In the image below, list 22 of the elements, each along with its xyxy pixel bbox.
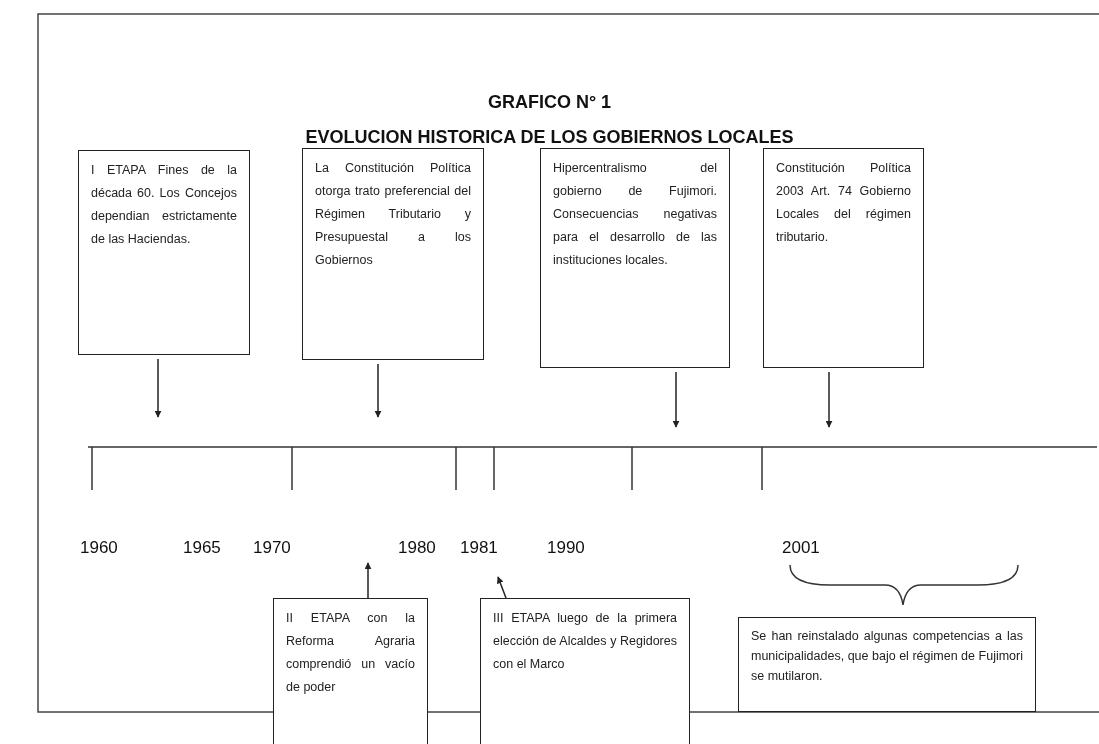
text-box: Constitución Política 2003 Art. 74 Gobierno Locales del régimen tributario. <box>763 148 924 368</box>
year-label: 1981 <box>460 538 498 558</box>
year-label: 1980 <box>398 538 436 558</box>
text-box: III ETAPA luego de la primera elección de Alcaldes y Regidores con el Marco <box>480 598 690 744</box>
year-label: 2001 <box>782 538 820 558</box>
arrow <box>672 371 680 428</box>
year-label: 1970 <box>253 538 291 558</box>
text-box: II ETAPA con la Reforma Agraria comprendió un vacío de poder <box>273 598 428 744</box>
text-box: La Constitución Política otorga trato preferencial del Régimen Tributario y Presupuestal a los Gobiernos <box>302 148 484 360</box>
arrow <box>374 363 382 418</box>
arrow <box>154 358 162 418</box>
year-label: 1990 <box>547 538 585 558</box>
text-box: Se han reinstalado algunas competencias a las municipalidades, que bajo el régimen de Fujimori se mutilaron. <box>738 617 1036 712</box>
year-label: 1965 <box>183 538 221 558</box>
text-box: Hipercentralismo del gobierno de Fujimori. Consecuencias negativas para el desarrollo de las instituciones locales. <box>540 148 730 368</box>
arrow <box>364 562 372 599</box>
chart-title: GRAFICO N° 1 <box>486 92 613 113</box>
chart-heading: EVOLUCION HISTORICA DE LOS GOBIERNOS LOCALES <box>304 127 795 148</box>
text-box: I ETAPA Fines de la década 60. Los Concejos dependian estrictamente de las Haciendas. <box>78 150 250 355</box>
arrow <box>825 371 833 428</box>
year-label: 1960 <box>80 538 118 558</box>
arrow <box>496 576 507 599</box>
